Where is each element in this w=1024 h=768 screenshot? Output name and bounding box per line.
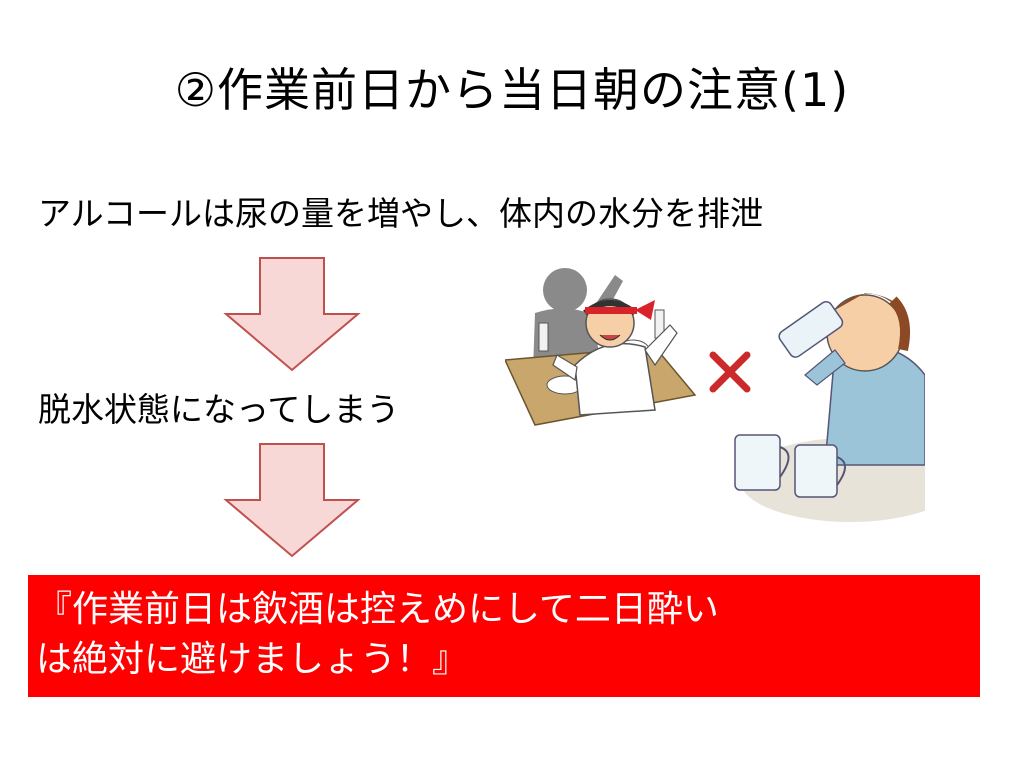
callout-line-2: は絶対に避けましょう！』 bbox=[36, 639, 469, 680]
down-arrow-icon bbox=[223, 443, 361, 558]
page-title: ②作業前日から当日朝の注意(1) bbox=[174, 63, 850, 117]
man-drinking-water-icon bbox=[734, 293, 925, 522]
party-drinking-icon bbox=[505, 268, 697, 426]
warning-callout: 『作業前日は飲酒は控えめにして二日酔い は絶対に避けましょう！』 bbox=[28, 575, 980, 697]
text-line-alcohol: アルコールは尿の量を増やし、体内の水分を排泄 bbox=[38, 194, 764, 233]
down-arrow-icon bbox=[223, 257, 361, 372]
text-line-dehydration: 脱水状態になってしまう bbox=[38, 390, 400, 429]
callout-line-1: 『作業前日は飲酒は控えめにして二日酔い bbox=[36, 589, 719, 630]
illustration bbox=[505, 268, 925, 522]
cross-mark-icon bbox=[709, 351, 751, 393]
